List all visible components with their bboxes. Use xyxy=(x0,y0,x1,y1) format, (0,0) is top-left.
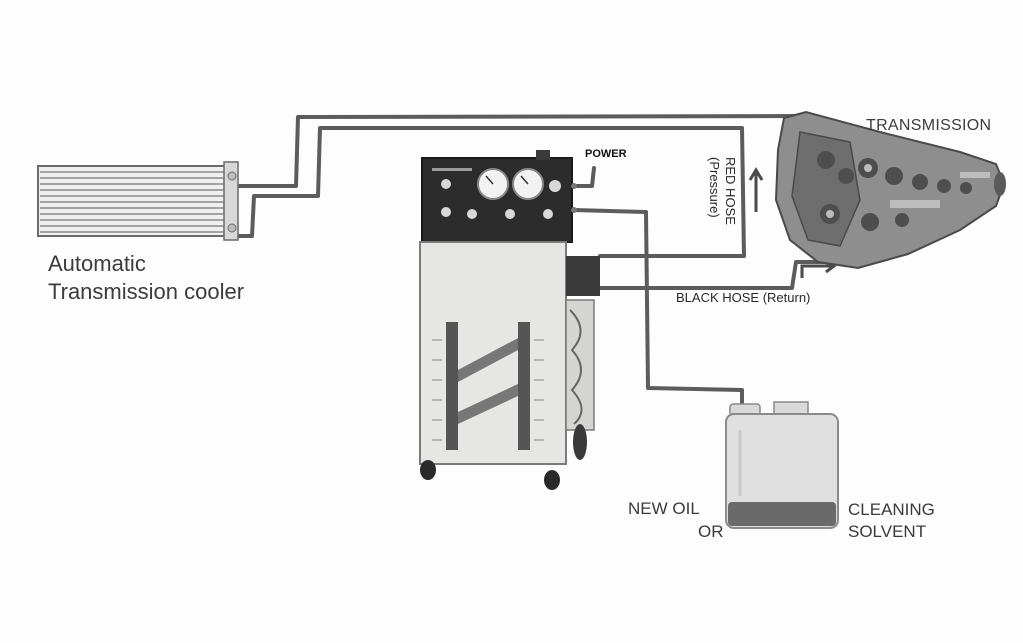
fluid-canister xyxy=(725,401,839,529)
power-label: POWER xyxy=(585,148,627,160)
cleaning-solvent-label: CLEANING SOLVENT xyxy=(848,499,935,543)
black-hose-label: BLACK HOSE (Return) xyxy=(676,290,811,305)
radiator-cooler xyxy=(37,161,239,241)
canister-fluid-level xyxy=(728,502,836,526)
new-oil-label: NEW OIL xyxy=(628,499,700,518)
measuring-tube-left xyxy=(446,322,458,450)
cooler-label: Automatic Transmission cooler xyxy=(48,250,244,306)
red-hose-label-line2: (Pressure) xyxy=(707,157,722,218)
transmission-highlights xyxy=(826,164,990,218)
measuring-tube-right xyxy=(518,322,530,450)
tube-scale-ticks xyxy=(432,339,544,441)
cleaning-label-line1: CLEANING xyxy=(848,500,935,519)
hose-cooler-to-transmission xyxy=(236,114,802,188)
hoses xyxy=(228,114,840,406)
power-cord xyxy=(570,166,596,188)
wheel-icon xyxy=(420,460,436,480)
cleaning-label-line2: SOLVENT xyxy=(848,522,927,541)
hose-cooler-to-machine xyxy=(228,126,746,258)
switch-knob-icon xyxy=(441,179,451,189)
hose-holder xyxy=(566,256,600,296)
red-hose-label-line1: RED HOSE xyxy=(723,157,738,225)
or-label: OR xyxy=(698,522,724,541)
black-hose xyxy=(578,260,840,290)
red-hose-label: RED HOSE (Pressure) xyxy=(706,157,738,225)
flow-arrows xyxy=(748,167,837,278)
transmission-label: TRANSMISSION xyxy=(866,117,992,134)
hose-to-canister xyxy=(572,208,744,406)
red-hose-arrow-head xyxy=(748,167,764,181)
cooler-label-line1: Automatic xyxy=(48,251,146,276)
fluid-exchange-machine xyxy=(419,150,600,490)
transmission-gears xyxy=(817,151,972,231)
cooler-label-line2: Transmission cooler xyxy=(48,279,245,304)
black-hose-arrow-icon xyxy=(800,264,832,278)
transmission-unit xyxy=(774,110,1006,270)
cooler-fins xyxy=(40,171,226,233)
